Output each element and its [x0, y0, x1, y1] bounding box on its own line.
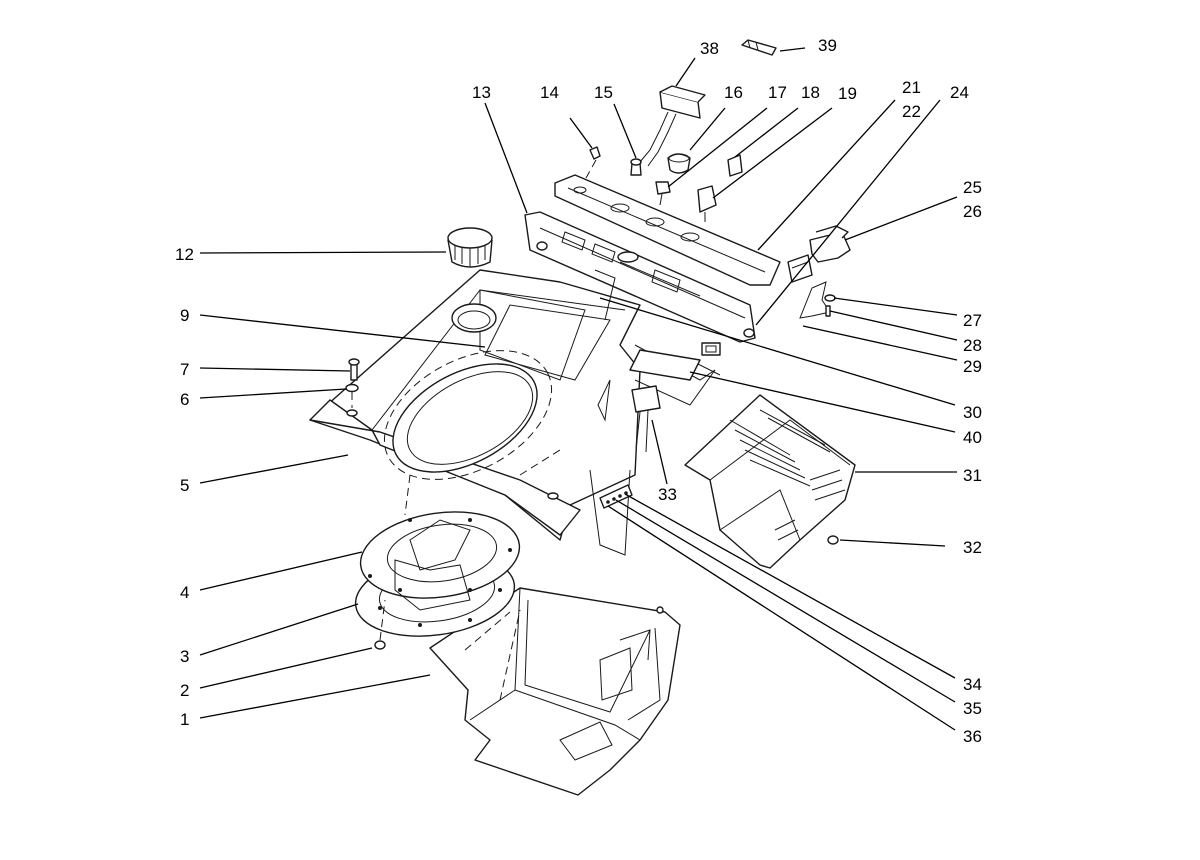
terminal-strip-part — [599, 484, 633, 509]
fuel-cap-part — [447, 227, 493, 268]
leader-2 — [199, 647, 373, 689]
leader-39 — [779, 47, 806, 52]
leader-16 — [689, 107, 726, 151]
callout-31: 31 — [963, 466, 982, 485]
bracket-part — [799, 281, 836, 319]
callout-6: 6 — [180, 390, 189, 409]
callout-18: 18 — [801, 83, 820, 102]
leader-5 — [199, 454, 349, 484]
leader-9 — [199, 314, 486, 348]
leader-30 — [599, 297, 956, 406]
panel-bezel-part — [554, 174, 781, 286]
leader-19 — [712, 107, 833, 199]
leader-1 — [199, 674, 431, 719]
leader-40 — [689, 371, 956, 433]
leader-32 — [839, 539, 946, 547]
lower-housing-part — [429, 587, 681, 796]
callout-24: 24 — [950, 83, 969, 102]
callout-34: 34 — [963, 675, 982, 694]
leader-17 — [667, 107, 768, 188]
filler-gasket-part — [451, 303, 497, 333]
callout-3: 3 — [180, 647, 189, 666]
callout-30: 30 — [963, 403, 982, 422]
wiring-harness-part — [639, 85, 706, 167]
leader-14 — [569, 117, 593, 149]
callout-22: 22 — [902, 102, 921, 121]
leader-27 — [833, 297, 958, 316]
callout-35: 35 — [963, 699, 982, 718]
ring-plate-part — [359, 511, 521, 611]
callout-28: 28 — [963, 336, 982, 355]
connector-part — [631, 385, 661, 453]
callout-25: 25 — [963, 178, 982, 197]
leader-38 — [675, 57, 696, 87]
callout-33: 33 — [658, 485, 677, 504]
panel-fittings-part — [585, 146, 743, 222]
leader-28 — [829, 310, 958, 341]
callout-7: 7 — [180, 360, 189, 379]
callout-26: 26 — [963, 202, 982, 221]
leader-33 — [651, 419, 668, 485]
callout-17: 17 — [768, 83, 787, 102]
leader-34 — [624, 493, 956, 679]
callout-5: 5 — [180, 476, 189, 495]
callout-40: 40 — [963, 428, 982, 447]
callout-15: 15 — [594, 83, 613, 102]
callout-39: 39 — [818, 36, 837, 55]
leader-3 — [199, 603, 359, 656]
callout-36: 36 — [963, 727, 982, 746]
leader-24 — [755, 99, 941, 326]
fuse-part — [741, 39, 777, 56]
leader-6 — [199, 388, 347, 399]
nut-part — [374, 599, 386, 650]
leader-29 — [802, 325, 958, 361]
callout-38: 38 — [700, 39, 719, 58]
leader-18 — [734, 107, 799, 158]
engine-cover-part — [684, 394, 856, 569]
callout-16: 16 — [724, 83, 743, 102]
leader-25-26 — [844, 196, 958, 241]
leader-36 — [607, 505, 956, 731]
leader-13 — [484, 102, 528, 214]
callout-14: 14 — [540, 83, 559, 102]
leader-15 — [613, 103, 637, 159]
callout-2: 2 — [180, 681, 189, 700]
callout-19: 19 — [838, 84, 857, 103]
control-panel-part — [524, 211, 756, 343]
main-frame-part — [309, 269, 721, 556]
leader-7 — [199, 367, 351, 372]
leader-12 — [199, 251, 447, 254]
leader-lines — [199, 47, 958, 731]
mounting-bracket-part — [629, 342, 721, 381]
callout-27: 27 — [963, 311, 982, 330]
callout-12: 12 — [175, 245, 194, 264]
callout-21: 21 — [902, 78, 921, 97]
callout-32: 32 — [963, 538, 982, 557]
callout-9: 9 — [180, 306, 189, 325]
callout-1: 1 — [180, 710, 189, 729]
leader-4 — [199, 551, 363, 591]
switch-assembly-part — [787, 225, 851, 283]
leader-35 — [615, 499, 956, 703]
leader-21-22 — [757, 99, 896, 251]
callout-4: 4 — [180, 583, 189, 602]
callout-labels: 1 2 3 4 5 6 7 9 12 13 14 15 16 17 18 19 … — [175, 36, 982, 746]
callout-29: 29 — [963, 357, 982, 376]
callout-13: 13 — [472, 83, 491, 102]
screw-and-washer-part — [345, 358, 360, 408]
